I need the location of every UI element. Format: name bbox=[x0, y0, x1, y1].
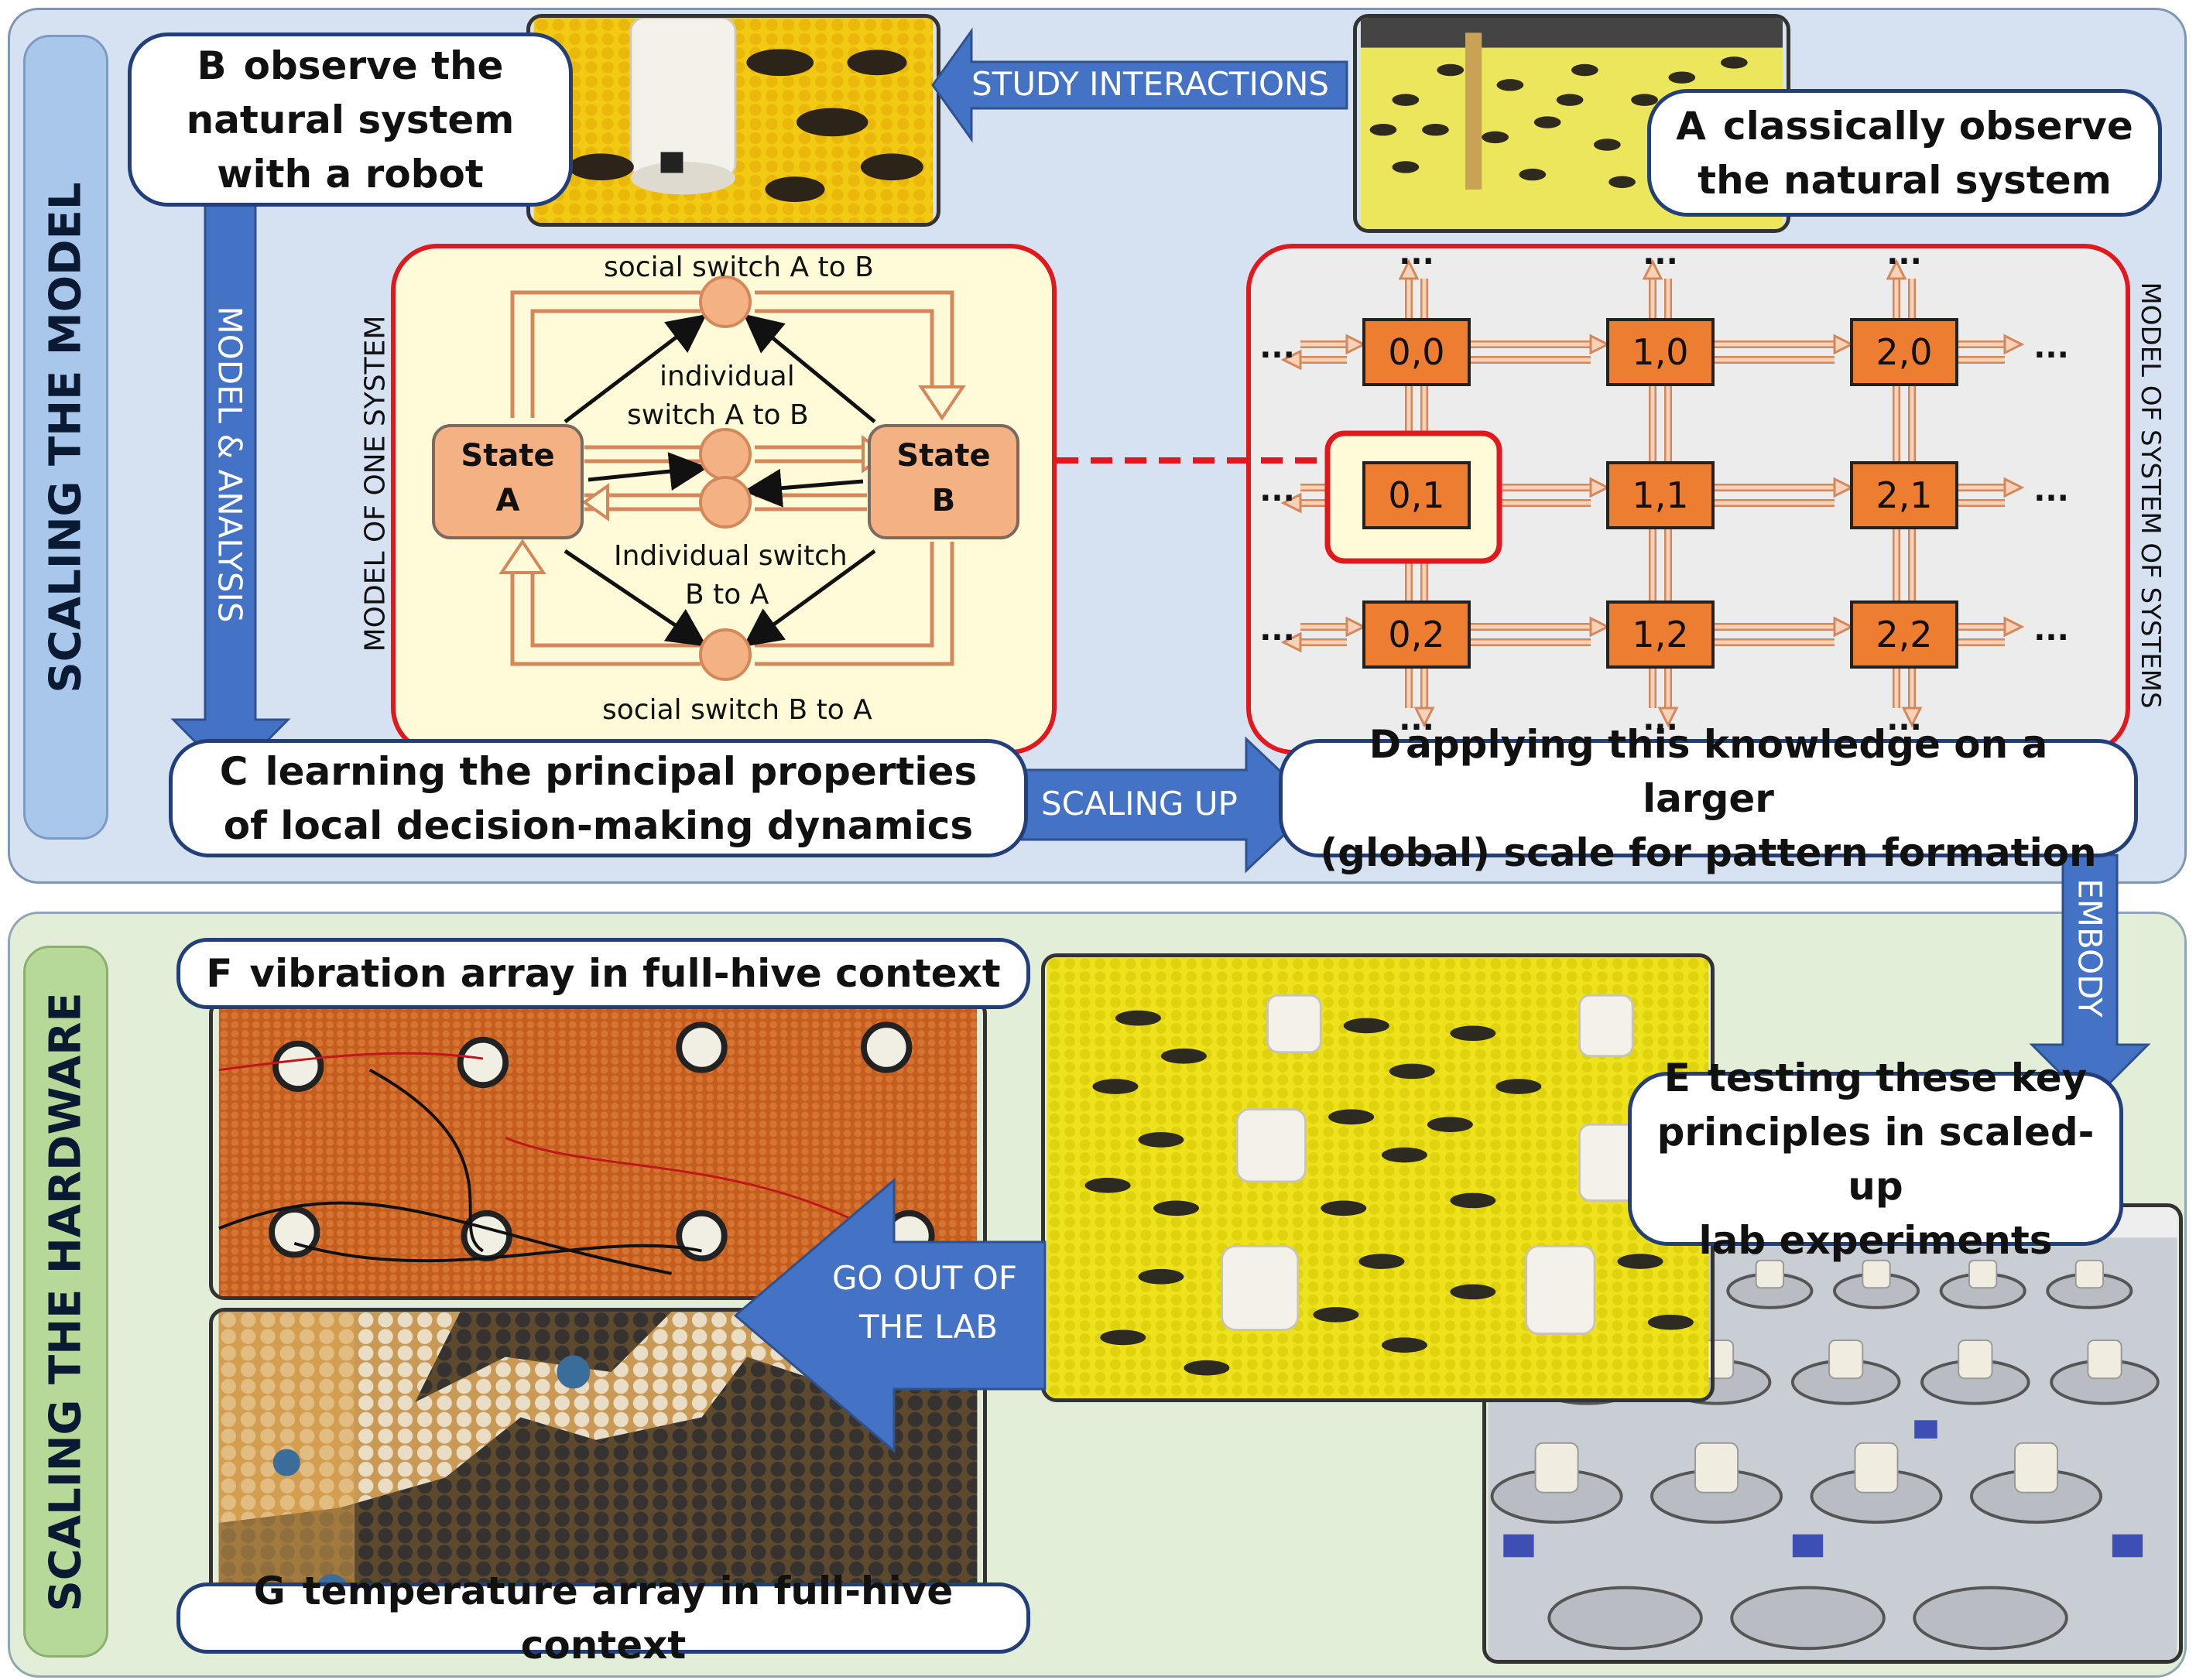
grid-node-label: 2,1 bbox=[1876, 474, 1933, 516]
embody-arrow bbox=[2029, 854, 2151, 1105]
grid-ellipsis-bottom: ... bbox=[1643, 702, 1678, 737]
grid-ellipsis-top: ... bbox=[1399, 236, 1434, 272]
scaling-up-label: SCALING UP bbox=[1041, 785, 1238, 823]
grid-node-0-1 bbox=[1362, 461, 1471, 529]
study-interactions-arrow bbox=[931, 27, 1348, 143]
scaling-model-label: SCALING THE MODEL bbox=[23, 35, 108, 840]
grid-node-2-2 bbox=[1850, 600, 1958, 669]
grid-node-1-1 bbox=[1606, 461, 1715, 529]
temperature-array-photo bbox=[209, 1308, 987, 1617]
grid-node-label: 0,2 bbox=[1388, 614, 1445, 655]
grid-node-label: 1,0 bbox=[1632, 331, 1689, 373]
social-switch-ba-node bbox=[699, 628, 752, 681]
model-analysis-label: MODEL & ANALYSIS bbox=[211, 306, 249, 623]
individual-switch-ba-label-2: B to A bbox=[685, 579, 769, 611]
individual-switch-ab-label-2: switch A to B bbox=[627, 399, 809, 431]
grid-ellipsis-right: ... bbox=[2033, 612, 2069, 648]
individual-switch-ba-node bbox=[699, 476, 752, 529]
social-switch-ba-label: social switch B to A bbox=[602, 694, 872, 726]
grid-node-1-2 bbox=[1606, 600, 1715, 669]
grid-ellipsis-left: ... bbox=[1259, 473, 1295, 508]
grid-ellipsis-bottom: ... bbox=[1399, 702, 1434, 737]
grid-node-0-0 bbox=[1362, 318, 1471, 386]
go-out-of-lab-label-2: THE LAB bbox=[859, 1308, 999, 1346]
grid-node-label: 0,1 bbox=[1388, 474, 1445, 516]
grid-node-1-0 bbox=[1606, 318, 1715, 386]
social-switch-ab-label: social switch A to B bbox=[604, 251, 874, 283]
grid-node-label: 2,2 bbox=[1876, 614, 1933, 655]
go-out-of-lab-label-1: GO OUT OF bbox=[832, 1259, 1017, 1297]
grid-node-label: 0,0 bbox=[1388, 331, 1445, 373]
grid-node-label: 1,1 bbox=[1632, 474, 1689, 516]
state-b-node bbox=[868, 424, 1019, 539]
grid-node-label: 1,2 bbox=[1632, 614, 1689, 655]
embody-label: EMBODY bbox=[2071, 878, 2109, 1018]
grid-ellipsis-right: ... bbox=[2033, 330, 2069, 365]
grid-ellipsis-left: ... bbox=[1259, 612, 1295, 648]
grid-ellipsis-top: ... bbox=[1643, 236, 1678, 272]
lab-experiment-photo bbox=[1041, 953, 1715, 1402]
grid-ellipsis-bottom: ... bbox=[1886, 702, 1922, 737]
grid-ellipsis-top: ... bbox=[1886, 236, 1922, 272]
vibration-array-photo bbox=[209, 998, 987, 1300]
robot-bees-photo bbox=[526, 14, 940, 227]
system-of-systems-side-label: MODEL OF SYSTEM OF SYSTEMS bbox=[2135, 282, 2166, 709]
individual-switch-ab-label-1: individual bbox=[659, 361, 795, 392]
grid-node-label: 2,0 bbox=[1876, 331, 1933, 373]
grid-ellipsis-left: ... bbox=[1259, 330, 1295, 365]
scaling-hardware-label: SCALING THE HARDWARE bbox=[23, 946, 108, 1658]
state-a-node bbox=[432, 424, 584, 539]
individual-switch-ab-node bbox=[699, 428, 752, 481]
social-switch-ab-node bbox=[699, 275, 752, 328]
grid-node-2-1 bbox=[1850, 461, 1958, 529]
one-system-side-label: MODEL OF ONE SYSTEM bbox=[359, 315, 392, 652]
grid-node-2-0 bbox=[1850, 318, 1958, 386]
study-interactions-label: STUDY INTERACTIONS bbox=[971, 65, 1330, 103]
grid-node-0-2 bbox=[1362, 600, 1471, 669]
grid-ellipsis-right: ... bbox=[2033, 473, 2069, 508]
individual-switch-ba-label-1: Individual switch bbox=[614, 540, 848, 572]
scaling-up-arrow bbox=[1020, 736, 1318, 874]
go-out-of-lab-arrow bbox=[733, 1177, 1047, 1454]
